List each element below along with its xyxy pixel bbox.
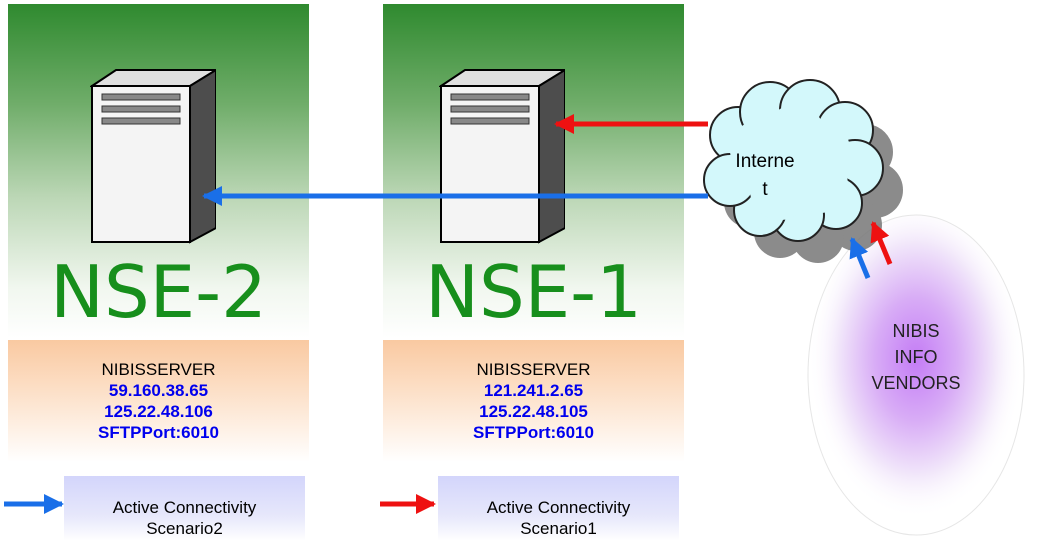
nse1-server-name: NIBISSERVER	[476, 360, 591, 379]
nse1-label: NSE-1	[425, 250, 642, 334]
legend-scenario1: Active Connectivity Scenario1	[438, 476, 679, 541]
legend-scenario2-line1: Active Connectivity	[112, 498, 257, 517]
nse1-port: SFTPPort:6010	[473, 423, 594, 442]
legend-scenario1-line1: Active Connectivity	[486, 498, 631, 517]
nse2-ip1: 59.160.38.65	[108, 381, 209, 400]
nse2-ip2: 125.22.48.106	[104, 402, 213, 421]
nse2-server-name: NIBISSERVER	[101, 360, 216, 379]
nse1-ip1: 121.241.2.65	[483, 381, 584, 400]
red-arrow-vendors-to-internet	[870, 221, 893, 265]
vendors-label-line2: INFO	[894, 347, 938, 367]
nse1-panel: NSE-1	[383, 4, 684, 338]
legend-scenario1-line2: Scenario1	[520, 519, 597, 538]
vendors-label: NIBIS INFO VENDORS	[866, 318, 966, 396]
legend-scenario2-line2: Scenario2	[146, 519, 223, 538]
internet-cloud-icon	[703, 79, 903, 263]
nse2-info-box: NIBISSERVER 59.160.38.65 125.22.48.106 S…	[8, 340, 309, 462]
vendors-label-line1: NIBIS	[892, 321, 940, 341]
nse2-panel: NSE-2	[8, 4, 309, 338]
vendors-halo	[807, 214, 1025, 536]
server-icon	[90, 68, 216, 244]
legend-scenario2: Active Connectivity Scenario2	[64, 476, 305, 541]
server-icon	[439, 68, 565, 244]
internet-label-line1: Interne	[735, 151, 795, 172]
vendors-label-line3: VENDORS	[871, 373, 961, 393]
nse2-label: NSE-2	[50, 250, 267, 334]
nse1-info-box: NIBISSERVER 121.241.2.65 125.22.48.105 S…	[383, 340, 684, 462]
internet-label-line2: t	[762, 179, 768, 200]
internet-label: Interne t	[735, 148, 795, 204]
blue-arrow-vendors-to-internet	[849, 237, 871, 279]
nse2-port: SFTPPort:6010	[98, 423, 219, 442]
nse1-ip2: 125.22.48.105	[479, 402, 588, 421]
